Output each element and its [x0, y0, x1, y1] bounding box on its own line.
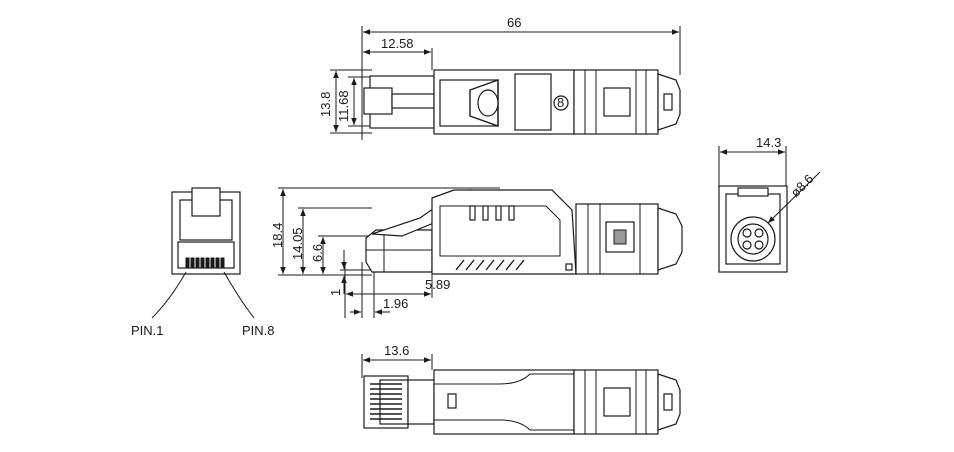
- top-clip-eye: [477, 89, 499, 117]
- pin1-leader: [151, 271, 187, 319]
- dim-5-89: 5.89: [425, 277, 450, 292]
- end-view: 14.3 ø8.6: [718, 135, 821, 273]
- side-gland-cap: [657, 207, 683, 271]
- dim-diameter: ø8.6: [788, 171, 817, 200]
- dim-13-6: 13.6: [384, 343, 409, 358]
- dim-11-68: 11.68: [336, 90, 351, 122]
- top-view: 8 66 12.58 13.8 11.68: [318, 15, 681, 140]
- top-gland-window: [603, 87, 631, 117]
- dim-13-8: 13.8: [318, 92, 333, 117]
- svg-text:8: 8: [557, 95, 564, 110]
- pin-contacts: [185, 257, 225, 268]
- top-latch-arm: [391, 93, 435, 109]
- top-clip-wedge: [469, 79, 499, 127]
- pin8-label: PIN.8: [242, 323, 275, 338]
- side-body: [431, 189, 577, 275]
- pin-view-latch: [191, 187, 221, 217]
- bottom-view: 13.6: [361, 343, 681, 435]
- top-plug-latch: [363, 87, 393, 115]
- dim-12-58: 12.58: [381, 36, 414, 51]
- side-view: 18.4 14.05 6.6 1 5.89 1.96: [270, 187, 683, 318]
- pin-view: PIN.1 PIN.8: [131, 187, 275, 338]
- dim-1-96: 1.96: [383, 296, 408, 311]
- dim-6-6: 6.6: [310, 244, 325, 262]
- dim-18-4: 18.4: [270, 223, 285, 248]
- pin1-label: PIN.1: [131, 323, 164, 338]
- top-window: [514, 73, 552, 131]
- pin8-leader: [223, 271, 255, 319]
- dim-1: 1: [328, 289, 343, 296]
- dim-14-05: 14.05: [290, 227, 305, 260]
- dim-66: 66: [507, 15, 521, 30]
- top-cable-mark: [553, 95, 569, 111]
- end-view-cable-hole: [737, 223, 769, 255]
- bottom-contacts: [370, 383, 402, 420]
- side-grip-ribs: [455, 259, 525, 271]
- bottom-body: [433, 369, 575, 435]
- dim-14-3: 14.3: [756, 135, 781, 150]
